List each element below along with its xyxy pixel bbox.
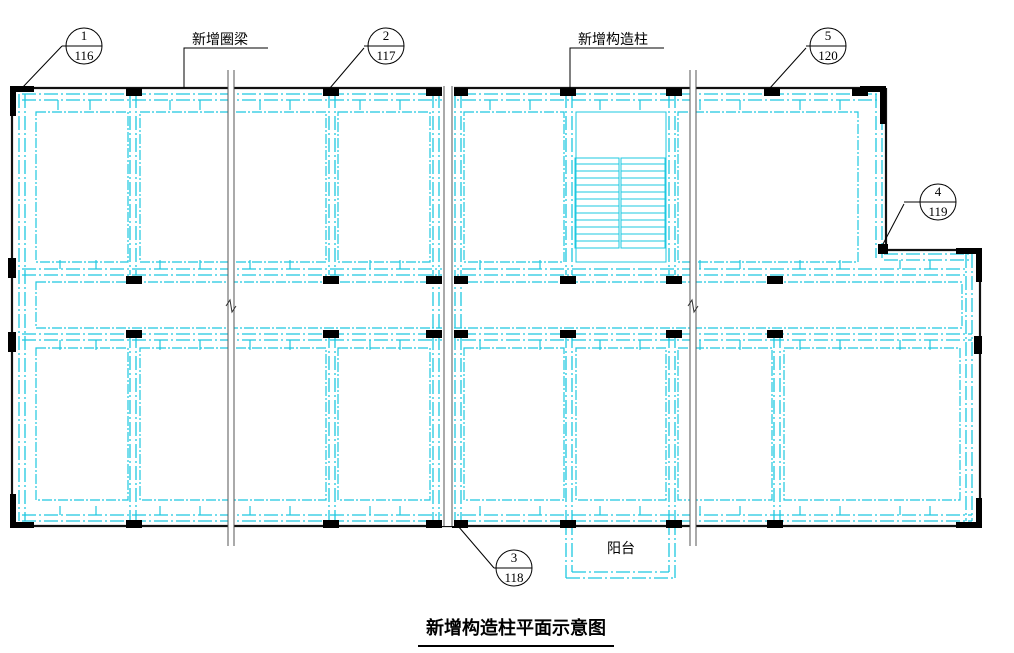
column-block bbox=[666, 330, 682, 338]
column-block bbox=[426, 520, 442, 528]
column-block bbox=[126, 330, 142, 338]
wall-corners bbox=[8, 86, 982, 528]
callout-1: 1 116 bbox=[21, 27, 103, 89]
exterior-walls bbox=[10, 86, 982, 528]
stair-treads bbox=[575, 163, 665, 249]
callout-2-sheet: 117 bbox=[376, 48, 396, 63]
callout-4-sheet: 119 bbox=[928, 204, 947, 219]
ring-beam-layer bbox=[18, 93, 973, 579]
column-block bbox=[323, 520, 339, 528]
column-block bbox=[767, 276, 783, 284]
column-block bbox=[323, 276, 339, 284]
figure-caption: 新增构造柱平面示意图 bbox=[426, 617, 606, 639]
room-outlines bbox=[35, 111, 963, 501]
column-block bbox=[426, 330, 442, 338]
balcony-label: 阳台 bbox=[607, 541, 635, 557]
callout-2: 2 117 bbox=[329, 27, 405, 89]
callout-2-number: 2 bbox=[383, 28, 390, 43]
column-block bbox=[560, 88, 576, 96]
column-block bbox=[767, 330, 783, 338]
column-block bbox=[767, 520, 783, 528]
callout-1-number: 1 bbox=[81, 28, 88, 43]
column-block bbox=[126, 276, 142, 284]
column-block bbox=[852, 88, 868, 96]
callout-4-number: 4 bbox=[935, 184, 942, 199]
column-block bbox=[560, 276, 576, 284]
column-block bbox=[426, 88, 442, 96]
column-block bbox=[560, 330, 576, 338]
column-block bbox=[452, 88, 468, 96]
column-callout-4 bbox=[878, 244, 888, 254]
callout-3-number: 3 bbox=[511, 550, 518, 565]
column-block bbox=[452, 520, 468, 528]
callout-5-number: 5 bbox=[825, 28, 832, 43]
ring-beam-label: 新增圈梁 bbox=[192, 32, 248, 48]
column-block bbox=[452, 330, 468, 338]
callout-3-sheet: 118 bbox=[504, 570, 523, 585]
callout-4: 4 119 bbox=[881, 183, 957, 247]
staircase bbox=[574, 111, 667, 263]
column-block bbox=[126, 520, 142, 528]
callout-5: 5 120 bbox=[769, 27, 847, 89]
callout-1-sheet: 116 bbox=[74, 48, 94, 63]
column-block bbox=[426, 276, 442, 284]
break-lines bbox=[225, 70, 699, 546]
callout-5-sheet: 120 bbox=[818, 48, 838, 63]
column-block bbox=[764, 88, 780, 96]
column-block bbox=[323, 88, 339, 96]
column-label: 新增构造柱 bbox=[578, 32, 648, 48]
column-block bbox=[323, 330, 339, 338]
column-block bbox=[560, 520, 576, 528]
column-block bbox=[666, 88, 682, 96]
column-block bbox=[666, 520, 682, 528]
new-columns bbox=[126, 88, 868, 528]
column-block bbox=[452, 276, 468, 284]
beam-ticks bbox=[57, 100, 931, 515]
column-block bbox=[126, 88, 142, 96]
column-block bbox=[666, 276, 682, 284]
callout-3: 3 118 bbox=[457, 525, 533, 587]
leader-lines bbox=[183, 47, 664, 88]
